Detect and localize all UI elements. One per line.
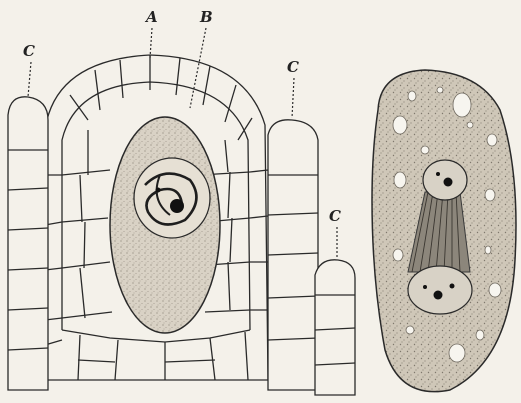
small-cell-column <box>315 260 355 395</box>
label-c-middle: C <box>287 60 299 75</box>
label-c-left: C <box>23 44 35 59</box>
lower-daughter-nucleus <box>408 266 472 314</box>
right-cell-column <box>268 120 318 390</box>
dividing-cell <box>372 70 516 392</box>
label-c-right: C <box>329 209 341 224</box>
label-a: A <box>146 10 158 25</box>
label-b: B <box>200 10 213 25</box>
nucleus <box>134 158 210 238</box>
left-cell-column <box>8 97 48 390</box>
